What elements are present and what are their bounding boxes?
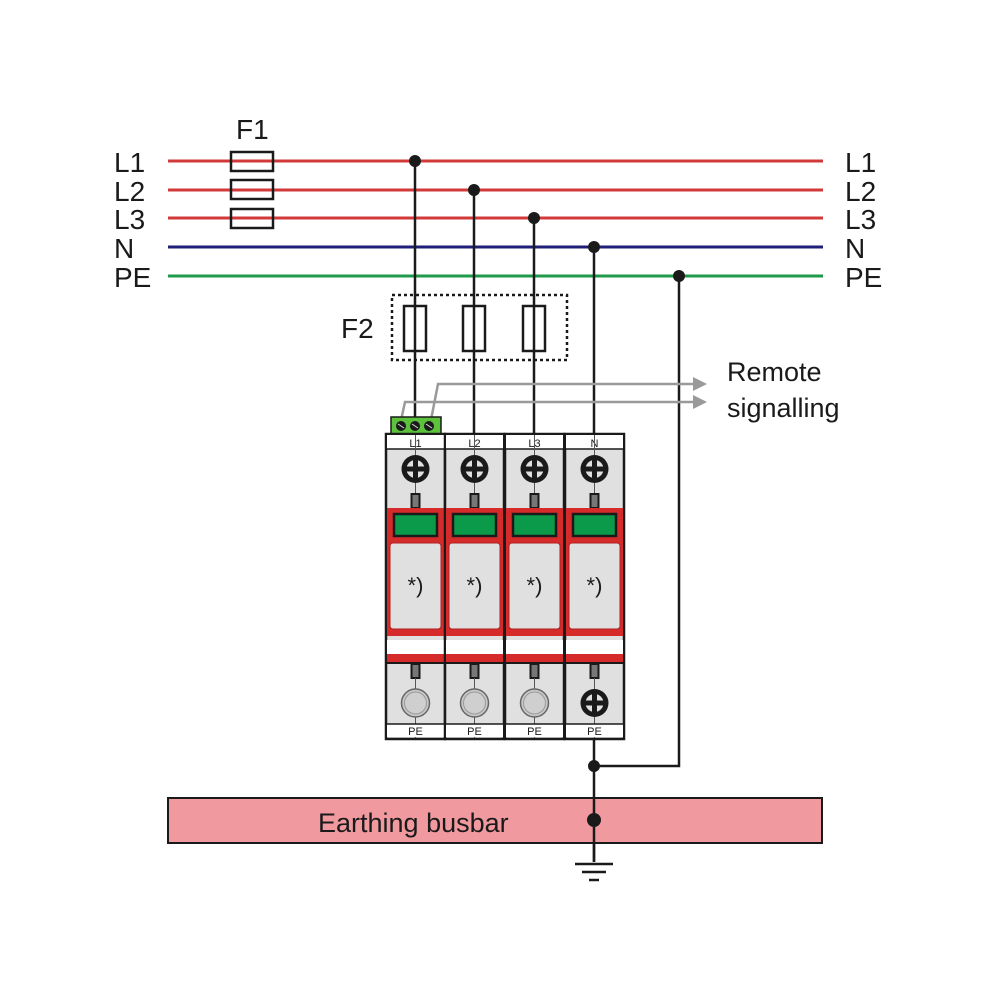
junction-l2 (468, 184, 480, 196)
arrow-head-1 (693, 377, 707, 391)
tap-wires (413, 161, 681, 862)
status-indicator (571, 512, 618, 538)
label-right-n: N (845, 233, 865, 264)
status-indicator (511, 512, 558, 538)
label-right-l3: L3 (845, 204, 876, 235)
label-left-pe: PE (114, 262, 151, 293)
module-marking: *) (527, 573, 543, 598)
junction-n (588, 241, 600, 253)
remote-signalling-line1: Remote (727, 357, 822, 387)
status-indicator (451, 512, 498, 538)
module-marking: *) (408, 573, 424, 598)
conductors (168, 159, 823, 278)
junction-pe-module (588, 760, 600, 772)
remote-signalling-line2: signalling (727, 393, 840, 423)
remote-signalling-wires (398, 382, 700, 426)
screw-terminal-icon (580, 689, 609, 717)
module-marking: *) (467, 573, 483, 598)
junction-l1 (409, 155, 421, 167)
spd-module-l3: L3*)PE (503, 432, 566, 741)
status-indicator (392, 512, 439, 538)
module-bottom-label: PE (408, 726, 423, 738)
wire-pe-return (594, 276, 681, 768)
module-bottom-label: PE (467, 726, 482, 738)
screw-terminal-icon (401, 455, 430, 483)
ground-icon (575, 862, 613, 882)
label-left-l3: L3 (114, 204, 145, 235)
fuse-f1-label: F1 (236, 114, 269, 145)
junction-l3 (528, 212, 540, 224)
label-left-n: N (114, 233, 134, 264)
module-bottom-label: PE (587, 726, 602, 738)
signal-wire-1 (428, 382, 700, 426)
signal-wire-2 (398, 400, 700, 426)
screw-terminal-icon (520, 455, 549, 483)
earthing-busbar-label: Earthing busbar (318, 808, 509, 838)
arrow-head-2 (693, 395, 707, 409)
module-bottom-label: PE (527, 726, 542, 738)
fuse-f2-label: F2 (341, 313, 374, 344)
junction-pe (673, 270, 685, 282)
spd-module-n: N*)PE (563, 432, 626, 741)
spd-module-l2: L2*)PE (443, 432, 506, 741)
fuse-f1-l3 (229, 207, 275, 230)
spd-module-l1: L1*)PE (384, 432, 447, 741)
module-marking: *) (587, 573, 603, 598)
earthing-busbar (167, 797, 823, 844)
label-right-l1: L1 (845, 147, 876, 178)
label-left-l2: L2 (114, 176, 145, 207)
label-right-pe: PE (845, 262, 882, 293)
label-left-l1: L1 (114, 147, 145, 178)
screw-terminal-icon (460, 455, 489, 483)
remote-signal-terminal-block (390, 416, 442, 435)
fuse-f1-l1 (229, 150, 275, 173)
screw-terminal-icon (580, 455, 609, 483)
label-right-l2: L2 (845, 176, 876, 207)
busbar-junction (587, 813, 601, 827)
fuse-f1-l2 (229, 178, 275, 201)
